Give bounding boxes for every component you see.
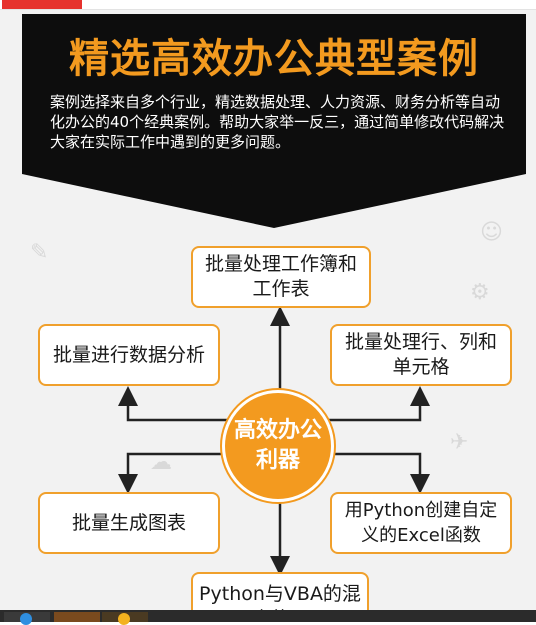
banner-shape — [22, 14, 526, 228]
doodle-icon: ✈ — [450, 430, 469, 455]
node-bottom: Python与VBA的混合使用 — [191, 572, 369, 610]
center-circle: 高效办公利器 — [222, 390, 334, 502]
app-icon[interactable] — [102, 612, 148, 625]
node-top: 批量处理工作簿和工作表 — [191, 246, 371, 308]
node-upper-left: 批量进行数据分析 — [38, 324, 220, 386]
connector-lines — [118, 306, 430, 576]
node-upper-right: 批量处理行、列和单元格 — [330, 324, 512, 386]
header-banner: 精选高效办公典型案例 案例选择来自多个行业，精选数据处理、人力资源、财务分析等自… — [22, 14, 526, 228]
taskbar — [0, 610, 536, 625]
start-icon[interactable] — [4, 612, 50, 625]
infographic: ✎ ☺ ✈ ☁ ⚙ 精选高效办公典型案例 案例选择来自多个行业，精选数据处理、人… — [0, 10, 536, 610]
banner-description: 案例选择来自多个行业，精选数据处理、人力资源、财务分析等自动化办公的40个经典案… — [50, 93, 505, 151]
banner-title: 精选高效办公典型案例 — [69, 36, 479, 82]
app-icon[interactable] — [54, 612, 100, 622]
doodle-icon: ⚙ — [470, 280, 490, 305]
doodle-icon: ✎ — [30, 240, 49, 265]
node-lower-right: 用Python创建自定义的Excel函数 — [330, 492, 512, 554]
top-tab-strip — [0, 0, 536, 10]
doodle-icon: ☁ — [150, 450, 172, 475]
node-lower-left: 批量生成图表 — [38, 492, 220, 554]
doodle-icon: ☺ — [480, 220, 503, 245]
active-tab[interactable] — [2, 0, 82, 9]
